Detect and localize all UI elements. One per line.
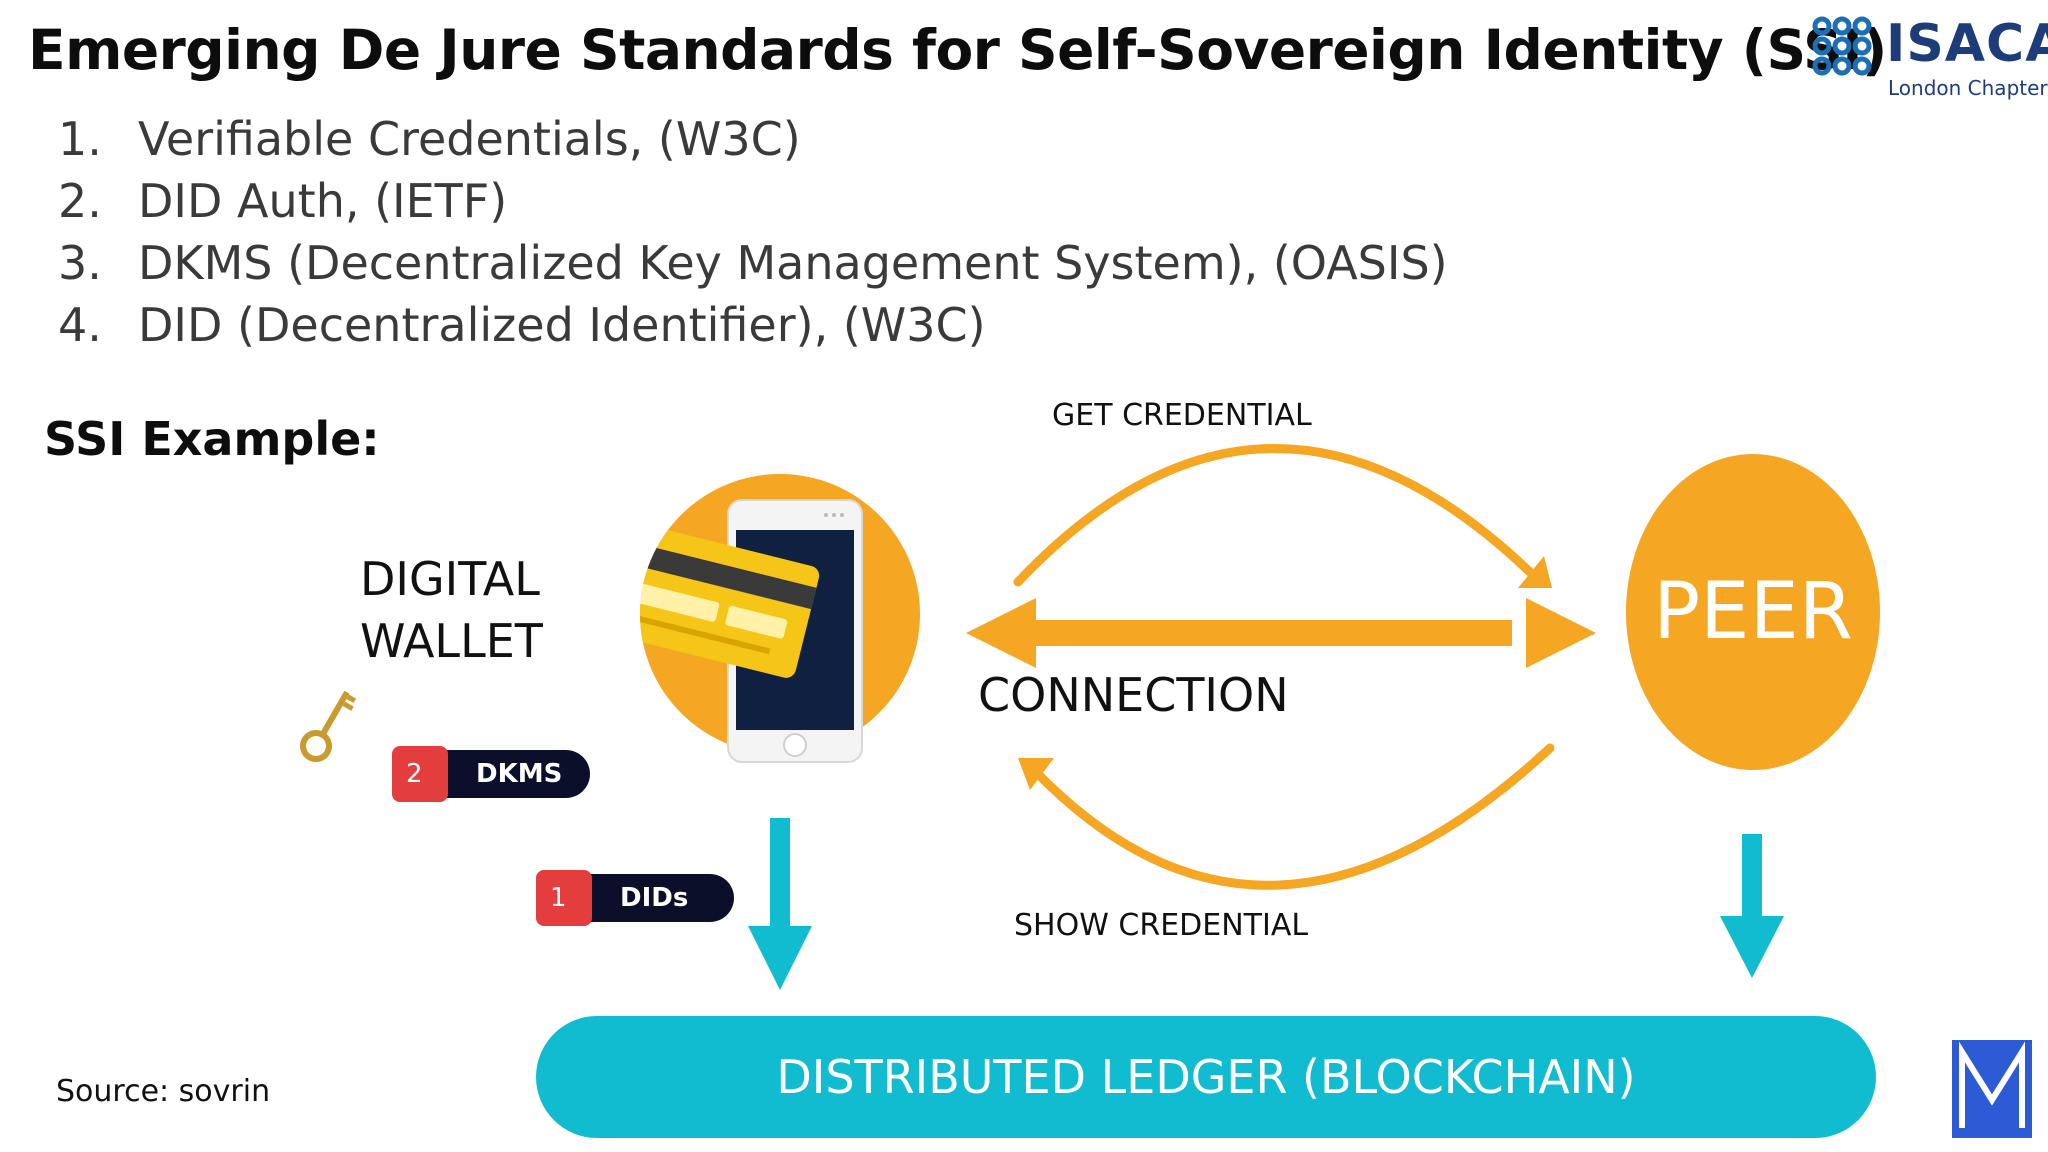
standard-text: Verifiable Credentials, (W3C) [138,112,801,166]
dkms-badge: 2 [392,746,448,802]
peer-label: PEER [1653,567,1853,657]
standard-item: 4. DID (Decentralized Identifier), (W3C) [58,298,986,352]
isaca-logo-name: ISACA [1886,14,2048,74]
dids-pill-label: DIDs [620,883,689,913]
credit-card-icon [640,524,820,678]
standard-number: 4. [58,298,102,352]
get-credential-arrow [1013,444,1539,587]
dids-badge: 1 [536,870,592,926]
wallet-down-arrow [748,818,812,990]
standard-text: DID Auth, (IETF) [138,174,508,228]
peer-down-arrow [1720,834,1784,978]
standard-item: 2. DID Auth, (IETF) [58,174,507,228]
dkms-pill: 2 DKMS [392,746,590,802]
m-logo-icon [1952,1040,2032,1138]
get-credential-label: GET CREDENTIAL [1052,398,1312,433]
digital-wallet-label-line2: WALLET [360,614,543,668]
distributed-ledger-bar: DISTRIBUTED LEDGER (BLOCKCHAIN) [536,1016,1876,1138]
show-credential-label: SHOW CREDENTIAL [1014,908,1309,943]
standard-text: DKMS (Decentralized Key Management Syste… [138,236,1448,290]
key-icon [300,690,357,762]
isaca-logo-subtitle: London Chapter [1888,76,2048,100]
dkms-pill-label: DKMS [476,759,563,789]
show-credential-arrowhead [1018,758,1054,790]
standard-item: 1. Verifiable Credentials, (W3C) [58,112,801,166]
slide-title: Emerging De Jure Standards for Self-Sove… [28,18,1887,82]
standard-number: 2. [58,174,102,228]
standard-text: DID (Decentralized Identifier), (W3C) [138,298,986,352]
ledger-label: DISTRIBUTED LEDGER (BLOCKCHAIN) [776,1050,1636,1104]
connection-label: CONNECTION [978,668,1289,722]
get-credential-arrowhead [1518,556,1552,588]
standard-item: 3. DKMS (Decentralized Key Management Sys… [58,236,1448,290]
standard-number: 3. [58,236,102,290]
ssi-example-heading: SSI Example: [44,412,380,466]
standard-number: 1. [58,112,102,166]
source-note: Source: sovrin [56,1074,271,1109]
peer-node: PEER [1626,454,1880,770]
isaca-logo-icon [1812,16,1872,76]
connection-double-arrow [966,598,1596,668]
show-credential-arrow [1031,743,1555,890]
digital-wallet-label: DIGITAL WALLET [360,548,543,672]
dids-pill: 1 DIDs [536,870,734,926]
digital-wallet-label-line1: DIGITAL [360,552,540,606]
